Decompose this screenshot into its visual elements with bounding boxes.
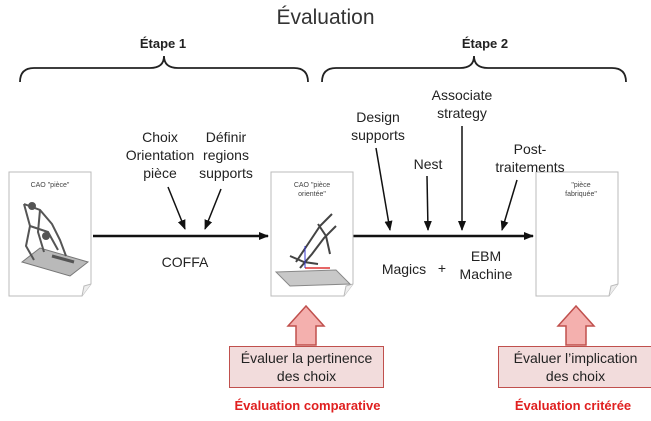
step-definir-line3: supports xyxy=(199,165,253,181)
evaluation-up-arrow-right xyxy=(556,304,596,346)
step-post-traitements: Post- traitements xyxy=(480,140,580,176)
step-definir-line2: regions xyxy=(203,147,249,163)
stage-1-label: Étape 1 xyxy=(139,36,187,51)
eval-right-line1: Évaluer l’implication xyxy=(513,350,638,366)
post-arrow xyxy=(500,179,518,231)
step-associate-line2: strategy xyxy=(437,105,487,121)
evaluation-criteree-label: Évaluation critérée xyxy=(514,398,632,413)
evaluation-box-pertinence: Évaluer la pertinence des choix xyxy=(229,346,384,388)
tool-ebm-line2: Machine xyxy=(459,266,513,282)
plus-sign: + xyxy=(437,260,447,276)
step-design-supports: Design supports xyxy=(341,108,415,144)
tool-magics: Magics xyxy=(381,261,427,277)
doc3-caption: "pièce fabriquée" xyxy=(544,181,618,199)
definir-arrow xyxy=(204,188,222,230)
step-associate-strategy: Associate strategy xyxy=(420,86,504,122)
document-piece-fabriquee xyxy=(535,171,619,297)
step-nest: Nest xyxy=(413,156,443,172)
evaluation-box-implication: Évaluer l’implication des choix xyxy=(498,346,651,388)
step-choix-line3: pièce xyxy=(143,165,177,181)
diagram-title: Évaluation xyxy=(276,6,375,29)
step-design-line1: Design xyxy=(356,109,400,125)
step-choix-orientation: Choix Orientation pièce xyxy=(110,128,210,182)
tool-ebm-machine: EBM Machine xyxy=(453,247,519,283)
tool-coffa: COFFA xyxy=(161,254,209,270)
step-definir-supports: Définir regions supports xyxy=(185,128,267,182)
eval-right-line2: des choix xyxy=(545,368,606,384)
tool-ebm-line1: EBM xyxy=(470,248,502,264)
doc2-caption-line2: orientée" xyxy=(298,191,326,198)
part-3d-render-icon xyxy=(20,202,90,277)
doc2-caption: CAO "pièce orientée" xyxy=(271,181,353,199)
stage-1-brace xyxy=(19,55,309,83)
doc3-caption-line1: "pièce xyxy=(571,182,591,189)
doc2-caption-line1: CAO "pièce xyxy=(293,182,331,189)
oriented-part-render-icon xyxy=(274,213,352,287)
step-design-line2: supports xyxy=(351,127,405,143)
stage-2-label: Étape 2 xyxy=(461,36,509,51)
stage-2-brace xyxy=(321,55,627,83)
step-definir-line1: Définir xyxy=(205,129,247,145)
step-post-line1: Post- xyxy=(513,141,547,157)
step-choix-line2: Orientation xyxy=(125,147,195,163)
choix-arrow xyxy=(167,186,186,230)
design-arrow xyxy=(375,147,393,231)
eval-left-line1: Évaluer la pertinence xyxy=(240,350,373,366)
evaluation-up-arrow-left xyxy=(286,304,326,346)
doc3-caption-line2: fabriquée" xyxy=(565,191,597,198)
step-post-line2: traitements xyxy=(495,159,565,175)
document-cao-piece-orientee xyxy=(270,171,354,297)
nest-arrow xyxy=(423,175,432,231)
doc1-caption: CAO "pièce" xyxy=(30,182,70,189)
evaluation-comparative-label: Évaluation comparative xyxy=(234,398,381,413)
step-choix-line1: Choix xyxy=(142,129,178,145)
step-associate-line1: Associate xyxy=(431,87,493,103)
eval-left-line2: des choix xyxy=(276,368,337,384)
